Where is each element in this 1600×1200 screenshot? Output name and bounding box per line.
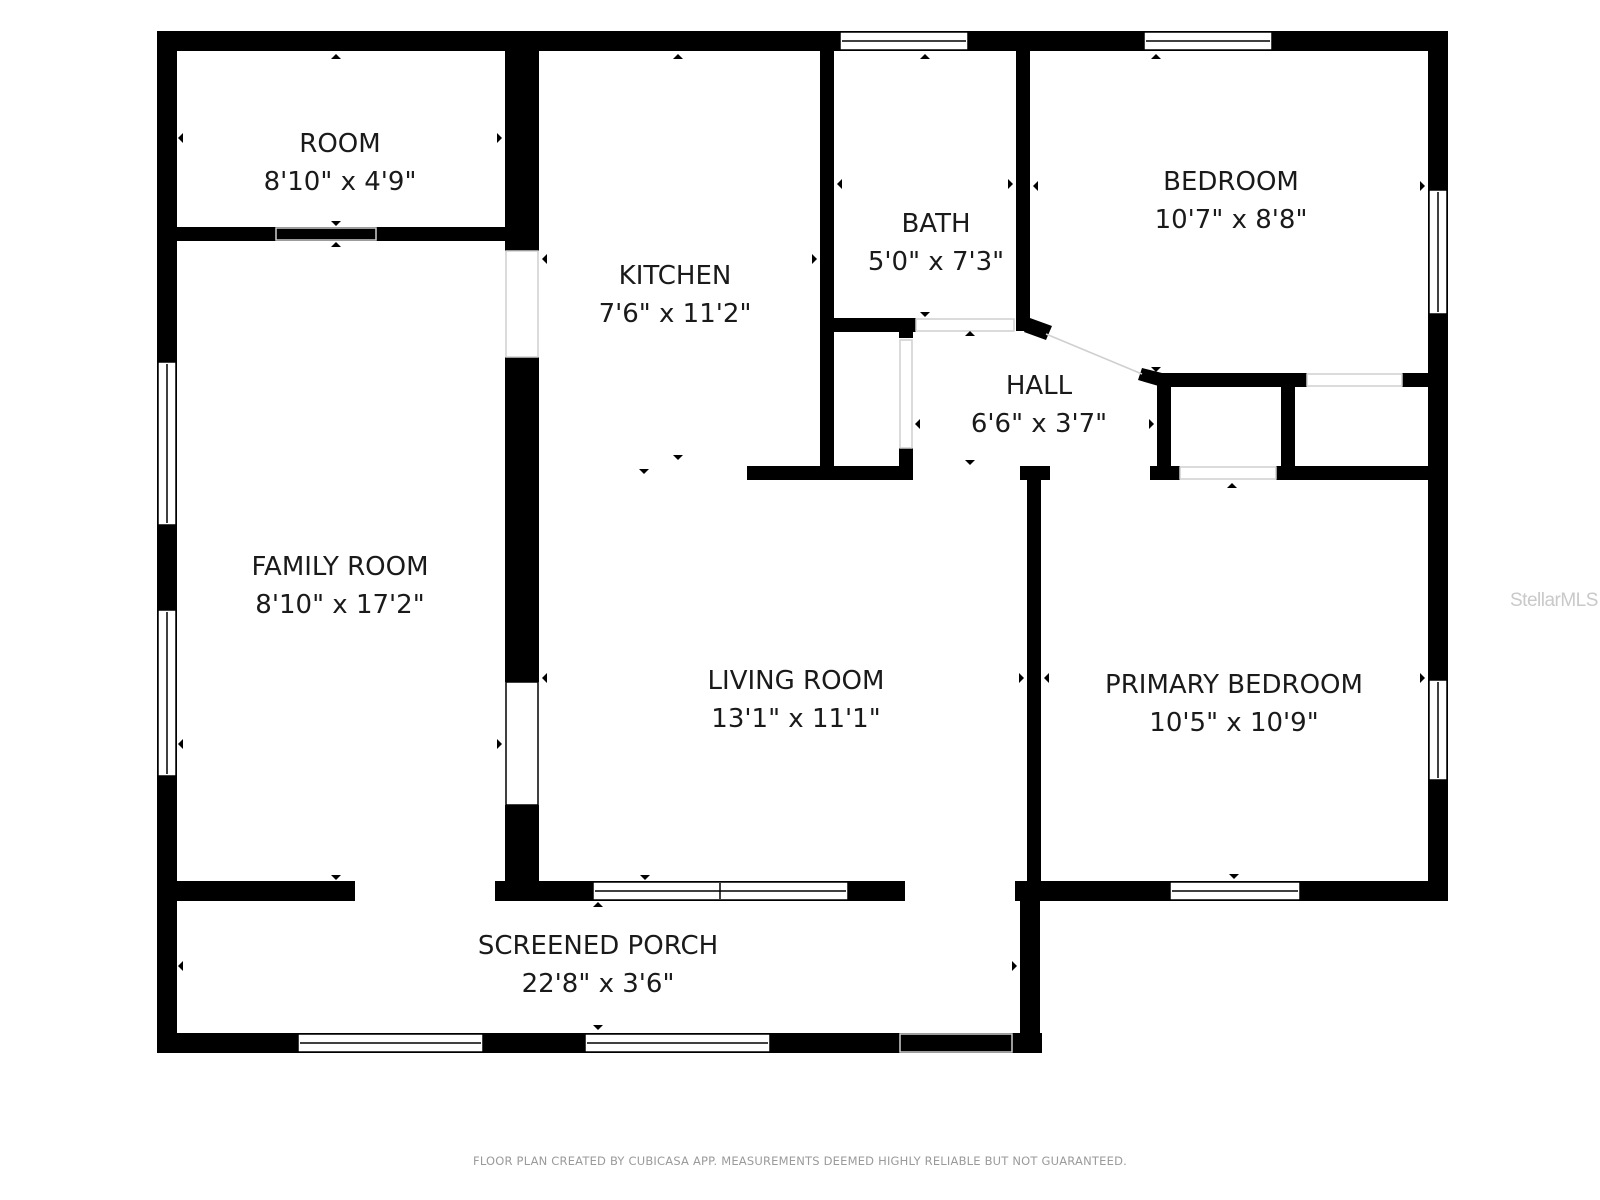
room-dims-primary-bedroom: 10'5" x 10'9" bbox=[1149, 708, 1318, 738]
room-label-bath: BATH bbox=[901, 209, 970, 239]
room-dims-kitchen: 7'6" x 11'2" bbox=[599, 299, 752, 329]
windows bbox=[157, 31, 1448, 1053]
wall-bedroom-bottom-b bbox=[1402, 373, 1448, 387]
wall-family-kitchen-low bbox=[505, 805, 539, 901]
room-label-hall: HALL bbox=[1006, 371, 1073, 401]
wall-kitchen-bath bbox=[820, 31, 834, 476]
room-dims-living-room: 13'1" x 11'1" bbox=[711, 704, 880, 734]
wall-bath-bedroom bbox=[1016, 31, 1030, 331]
wall-kitchen-bottom bbox=[747, 466, 913, 480]
wall-living-primary bbox=[1027, 466, 1041, 901]
wall-closet-right bbox=[899, 318, 913, 338]
room-labels: ROOM 8'10" x 4'9" KITCHEN 7'6" x 11'2" B… bbox=[251, 129, 1362, 999]
wall-closet-a bbox=[1157, 373, 1171, 480]
wall-hall-bottom-c bbox=[1276, 466, 1448, 480]
wall-closet-b bbox=[1281, 373, 1295, 480]
wall-porch-top-left bbox=[157, 881, 355, 901]
wall-bedroom-bottom-a bbox=[1157, 373, 1307, 387]
room-dims-bath: 5'0" x 7'3" bbox=[868, 247, 1004, 277]
wall-hall-diagonal bbox=[1024, 318, 1052, 340]
room-label-primary-bedroom: PRIMARY BEDROOM bbox=[1105, 670, 1363, 700]
wall-top-outer bbox=[157, 31, 1447, 51]
wall-family-kitchen-top bbox=[505, 31, 539, 251]
wall-bath-bottom bbox=[820, 318, 916, 332]
footer-note: FLOOR PLAN CREATED BY CUBICASA APP. MEAS… bbox=[473, 1154, 1127, 1168]
wall-room-bottom bbox=[177, 227, 505, 241]
room-dims-hall: 6'6" x 3'7" bbox=[971, 409, 1107, 439]
room-label-living-room: LIVING ROOM bbox=[708, 666, 885, 696]
room-label-room: ROOM bbox=[299, 129, 380, 159]
wall-porch-right bbox=[1020, 881, 1040, 1053]
wall-left-outer bbox=[157, 31, 177, 1053]
wall-family-kitchen-mid bbox=[505, 357, 539, 682]
openings bbox=[275, 227, 1403, 1053]
room-label-kitchen: KITCHEN bbox=[619, 261, 732, 291]
room-dims-bedroom: 10'7" x 8'8" bbox=[1155, 205, 1308, 235]
room-label-screened-porch: SCREENED PORCH bbox=[478, 931, 718, 961]
room-dims-screened-porch: 22'8" x 3'6" bbox=[522, 969, 675, 999]
room-dims-family-room: 8'10" x 17'2" bbox=[255, 590, 424, 620]
room-label-bedroom: BEDROOM bbox=[1163, 167, 1299, 197]
dimension-markers bbox=[178, 54, 1425, 1030]
room-label-family-room: FAMILY ROOM bbox=[251, 552, 428, 582]
room-dims-room: 8'10" x 4'9" bbox=[264, 167, 417, 197]
window-family-kitchen bbox=[505, 681, 539, 806]
wall-hall-diagonal-end bbox=[1138, 368, 1162, 387]
watermark: StellarMLS bbox=[1510, 590, 1598, 611]
